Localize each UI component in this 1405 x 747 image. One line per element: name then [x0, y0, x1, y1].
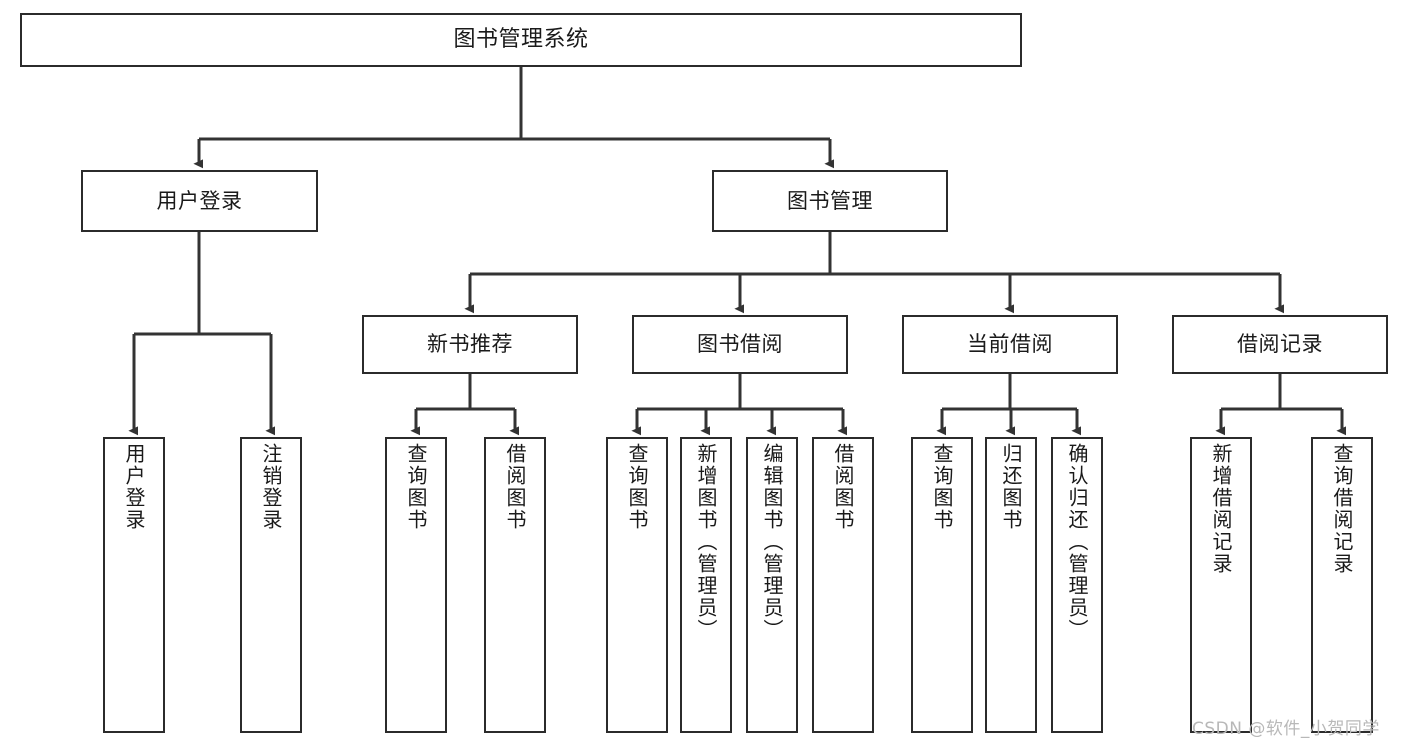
node-leaf-logout-label: 注销登录	[259, 443, 283, 531]
node-leaf-query-book-3-label: 查询图书	[930, 443, 954, 531]
node-leaf-add-borrow-record-label: 新增借阅记录	[1209, 443, 1233, 575]
node-leaf-borrow-book-2[interactable]: 借阅图书	[812, 437, 874, 733]
node-root-label: 图书管理系统	[453, 27, 589, 53]
node-leaf-return-book[interactable]: 归还图书	[985, 437, 1037, 733]
node-leaf-add-borrow-record[interactable]: 新增借阅记录	[1190, 437, 1252, 733]
node-leaf-query-borrow-record[interactable]: 查询借阅记录	[1311, 437, 1373, 733]
node-leaf-return-book-label: 归还图书	[999, 443, 1023, 531]
node-book-borrow[interactable]: 图书借阅	[632, 315, 848, 374]
node-leaf-edit-book[interactable]: 编辑图书（管理员）	[746, 437, 798, 733]
node-leaf-query-book-3[interactable]: 查询图书	[911, 437, 973, 733]
node-leaf-query-book-1[interactable]: 查询图书	[385, 437, 447, 733]
node-book-manage-label: 图书管理	[787, 188, 873, 213]
node-new-book-recommend-label: 新书推荐	[427, 332, 513, 357]
node-leaf-borrow-book-2-label: 借阅图书	[831, 443, 855, 531]
node-leaf-borrow-book-1[interactable]: 借阅图书	[484, 437, 546, 733]
csdn-watermark: CSDN @软件_小贺同学	[1192, 719, 1380, 739]
node-leaf-user-login[interactable]: 用户登录	[103, 437, 165, 733]
node-borrow-record[interactable]: 借阅记录	[1172, 315, 1388, 374]
node-book-borrow-label: 图书借阅	[697, 332, 783, 357]
node-root[interactable]: 图书管理系统	[20, 13, 1022, 67]
node-leaf-add-book[interactable]: 新增图书（管理员）	[680, 437, 732, 733]
node-leaf-logout[interactable]: 注销登录	[240, 437, 302, 733]
node-leaf-confirm-return[interactable]: 确认归还（管理员）	[1051, 437, 1103, 733]
node-new-book-recommend[interactable]: 新书推荐	[362, 315, 578, 374]
node-borrow-record-label: 借阅记录	[1237, 332, 1323, 357]
node-book-manage[interactable]: 图书管理	[712, 170, 948, 232]
node-current-borrow[interactable]: 当前借阅	[902, 315, 1118, 374]
node-user-login-label: 用户登录	[156, 188, 243, 213]
node-leaf-edit-book-label: 编辑图书（管理员）	[760, 443, 784, 641]
node-leaf-query-book-1-label: 查询图书	[404, 443, 428, 531]
node-leaf-query-book-2-label: 查询图书	[625, 443, 649, 531]
node-leaf-confirm-return-label: 确认归还（管理员）	[1065, 443, 1089, 641]
node-current-borrow-label: 当前借阅	[967, 332, 1053, 357]
node-leaf-query-book-2[interactable]: 查询图书	[606, 437, 668, 733]
node-leaf-query-borrow-record-label: 查询借阅记录	[1330, 443, 1354, 575]
node-leaf-add-book-label: 新增图书（管理员）	[694, 443, 718, 641]
node-leaf-user-login-label: 用户登录	[122, 443, 146, 531]
node-user-login[interactable]: 用户登录	[81, 170, 318, 232]
node-leaf-borrow-book-1-label: 借阅图书	[503, 443, 527, 531]
